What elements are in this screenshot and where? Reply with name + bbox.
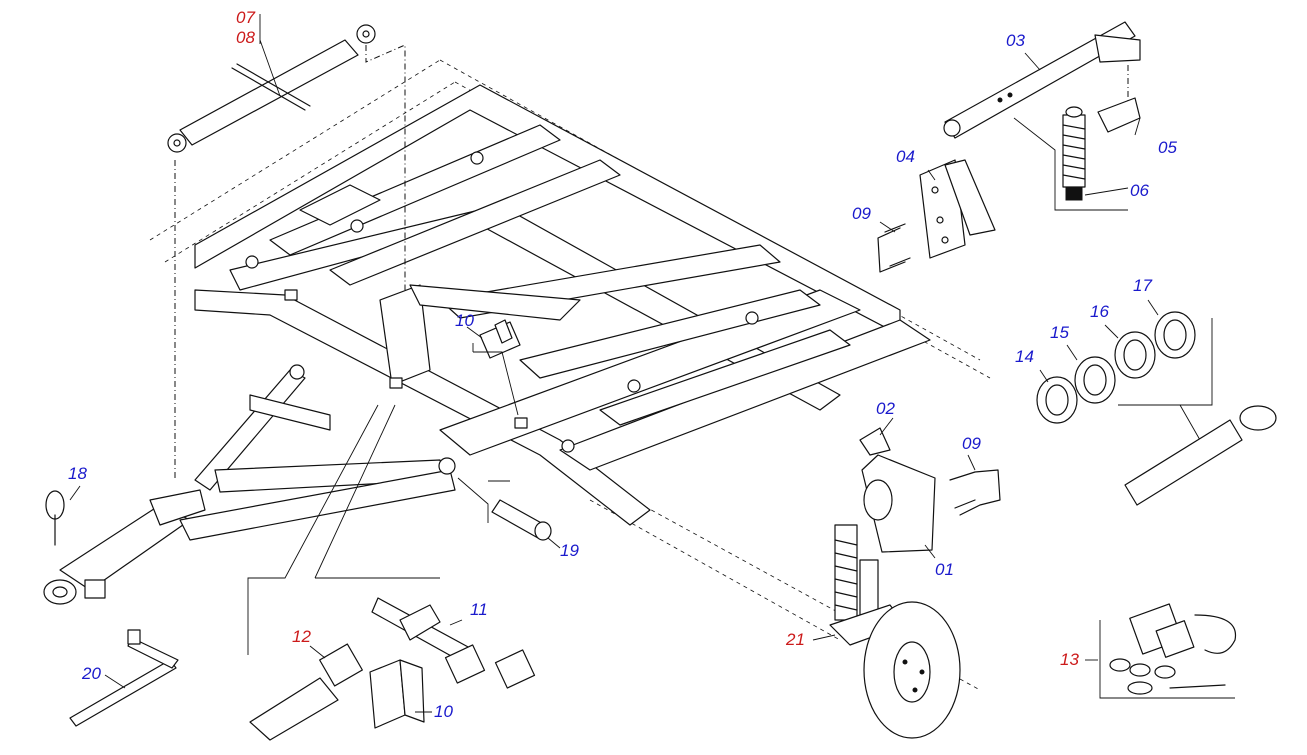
- clamp-set: [1036, 311, 1277, 506]
- callout-09-lower: 09: [962, 434, 981, 453]
- callout-01: 01: [935, 560, 954, 579]
- pin-19: [457, 477, 552, 541]
- callout-12: 12: [292, 627, 311, 646]
- callout-20: 20: [82, 664, 101, 683]
- callout-10-lower: 10: [434, 702, 453, 721]
- drawbar: [43, 364, 456, 605]
- alignment-lines: [174, 44, 1129, 480]
- callout-19: 19: [560, 541, 579, 560]
- callout-06: 06: [1130, 181, 1149, 200]
- hose-detail: [247, 404, 536, 741]
- callout-leaders: [69, 14, 1159, 713]
- callout-15: 15: [1050, 323, 1069, 342]
- callout-07: 07: [236, 8, 255, 27]
- arm-assembly: [943, 21, 1141, 211]
- callout-09-upper: 09: [852, 204, 871, 223]
- callout-03: 03: [1006, 31, 1025, 50]
- callout-16: 16: [1090, 302, 1109, 321]
- clamp-upper: [472, 319, 521, 416]
- callout-05: 05: [1158, 138, 1177, 157]
- callout-02: 02: [876, 399, 895, 418]
- callout-14: 14: [1015, 347, 1034, 366]
- mount-plate: [877, 159, 996, 273]
- disc-wheel-assembly: [829, 427, 1001, 739]
- callout-18: 18: [68, 464, 87, 483]
- callout-04: 04: [896, 147, 915, 166]
- coupler-detail: [1099, 603, 1237, 699]
- callout-11: 11: [470, 600, 488, 619]
- callout-13: 13: [1060, 650, 1079, 669]
- hydraulic-cylinder: [167, 24, 376, 153]
- callout-08: 08: [236, 28, 255, 47]
- l-wrench-20: [69, 629, 179, 727]
- linch-pin-18: [45, 490, 65, 546]
- main-frame: [149, 59, 991, 691]
- callout-17: 17: [1133, 276, 1152, 295]
- callout-10-upper: 10: [455, 311, 474, 330]
- callout-21: 21: [786, 630, 805, 649]
